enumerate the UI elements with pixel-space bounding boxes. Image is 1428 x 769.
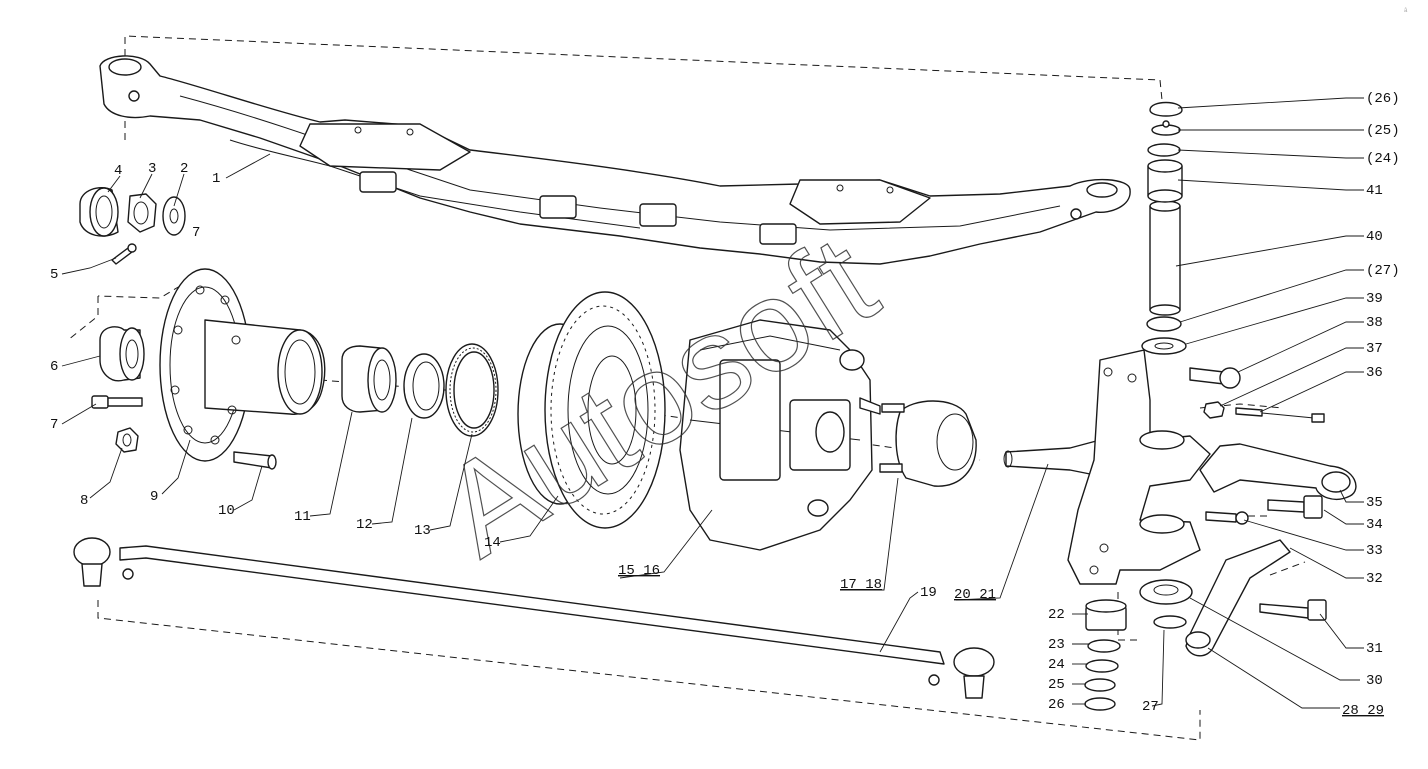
king-pin-40-part [1149,200,1181,316]
brake-caliper-part [679,319,881,551]
callout-13: 13 [414,523,431,539]
callout-3: 3 [148,161,156,177]
callout-26: 26 [1048,697,1065,713]
callout-10: 10 [218,503,235,519]
callout-35: 35 [1366,495,1383,511]
snap-ring-26-upper-part [1149,101,1183,117]
brake-disc-part [517,291,666,529]
callout-36: 36 [1366,365,1383,381]
callout-24-upper: (24) [1366,151,1400,167]
brake-chamber-part [879,400,977,487]
bolt-31-part [1259,599,1327,621]
callout-14: 14 [484,535,501,551]
thrust-bearing-30-part [1139,579,1193,605]
pin-10-part [233,451,277,470]
callout-25-upper: (25) [1366,123,1400,139]
spindle-part [1003,439,1101,477]
callout-40: 40 [1366,229,1383,245]
callout-17-18: 17 18 [840,577,882,593]
callout-28-29: 28 29 [1342,703,1384,719]
inner-bearing-11-part [341,345,397,413]
bolt-5-part [111,243,137,265]
abs-ring-13-part [445,343,499,437]
wheel-hub-part [159,268,326,462]
axle-beam-part [99,55,1131,265]
shim-39-part [1141,337,1187,355]
callout-9: 9 [150,489,158,505]
callout-39: 39 [1366,291,1383,307]
washer-part [162,196,186,236]
ring-23-part [1087,639,1121,653]
callout-7-upper: 7 [192,225,200,241]
callout-30: 30 [1366,673,1383,689]
callout-25: 25 [1048,677,1065,693]
ring-24-upper-part [1147,143,1181,157]
callout-41: 41 [1366,183,1383,199]
callout-labels: 1 2 3 4 5 6 7 7 8 9 10 11 12 13 14 15 16… [50,91,1400,719]
ring-27-part [1153,615,1187,629]
track-arm-35-part [1199,443,1357,500]
callout-33: 33 [1366,543,1383,559]
callout-4: 4 [114,163,122,179]
callout-34: 34 [1366,517,1383,533]
lock-nut-part [127,193,157,233]
callout-2: 2 [180,161,188,177]
steering-arm-28-part [1185,539,1291,657]
callout-24: 24 [1048,657,1065,673]
callout-6: 6 [50,359,58,375]
needle-bearing-22-part [1085,599,1127,631]
steering-knuckle-part [1067,349,1211,585]
callout-38: 38 [1366,315,1383,331]
callout-37: 37 [1366,341,1383,357]
seal-ring-12-part [403,353,445,419]
callout-8: 8 [80,493,88,509]
callout-32: 32 [1366,571,1383,587]
tie-rod-part [73,537,995,699]
callout-31: 31 [1366,641,1383,657]
callout-22: 22 [1048,607,1065,623]
callout-26-upper: (26) [1366,91,1400,107]
corner-mark: â [1404,8,1417,14]
leader-lines [61,97,1364,709]
washer-25-upper-part [1151,120,1181,136]
outer-bearing-part [99,326,145,382]
callout-15-16: 15 16 [618,563,660,579]
callout-20-21: 20 21 [954,587,996,603]
callout-5: 5 [50,267,58,283]
bushing-41-part [1147,159,1183,203]
ring-24-part [1085,659,1119,673]
bolt-34-part [1267,495,1323,519]
callout-11: 11 [294,509,311,525]
callout-23: 23 [1048,637,1065,653]
callout-1: 1 [212,171,220,187]
callout-12: 12 [356,517,373,533]
callout-7: 7 [50,417,58,433]
wheel-bolt-7-part [91,395,143,409]
callout-27-upper: (27) [1366,263,1400,279]
callout-19: 19 [920,585,937,601]
ring-27-upper-part [1146,316,1182,332]
callout-27: 27 [1142,699,1159,715]
bolt-38-part [1189,367,1241,389]
pin-33-part [1205,511,1249,525]
ring-25-part [1084,678,1116,692]
nut-8-part [115,427,139,453]
snap-ring-26-part [1084,697,1116,711]
hub-cap-part [79,186,119,237]
sleeve-37-part [1203,401,1225,419]
abs-sensor-36-part [1235,407,1325,423]
